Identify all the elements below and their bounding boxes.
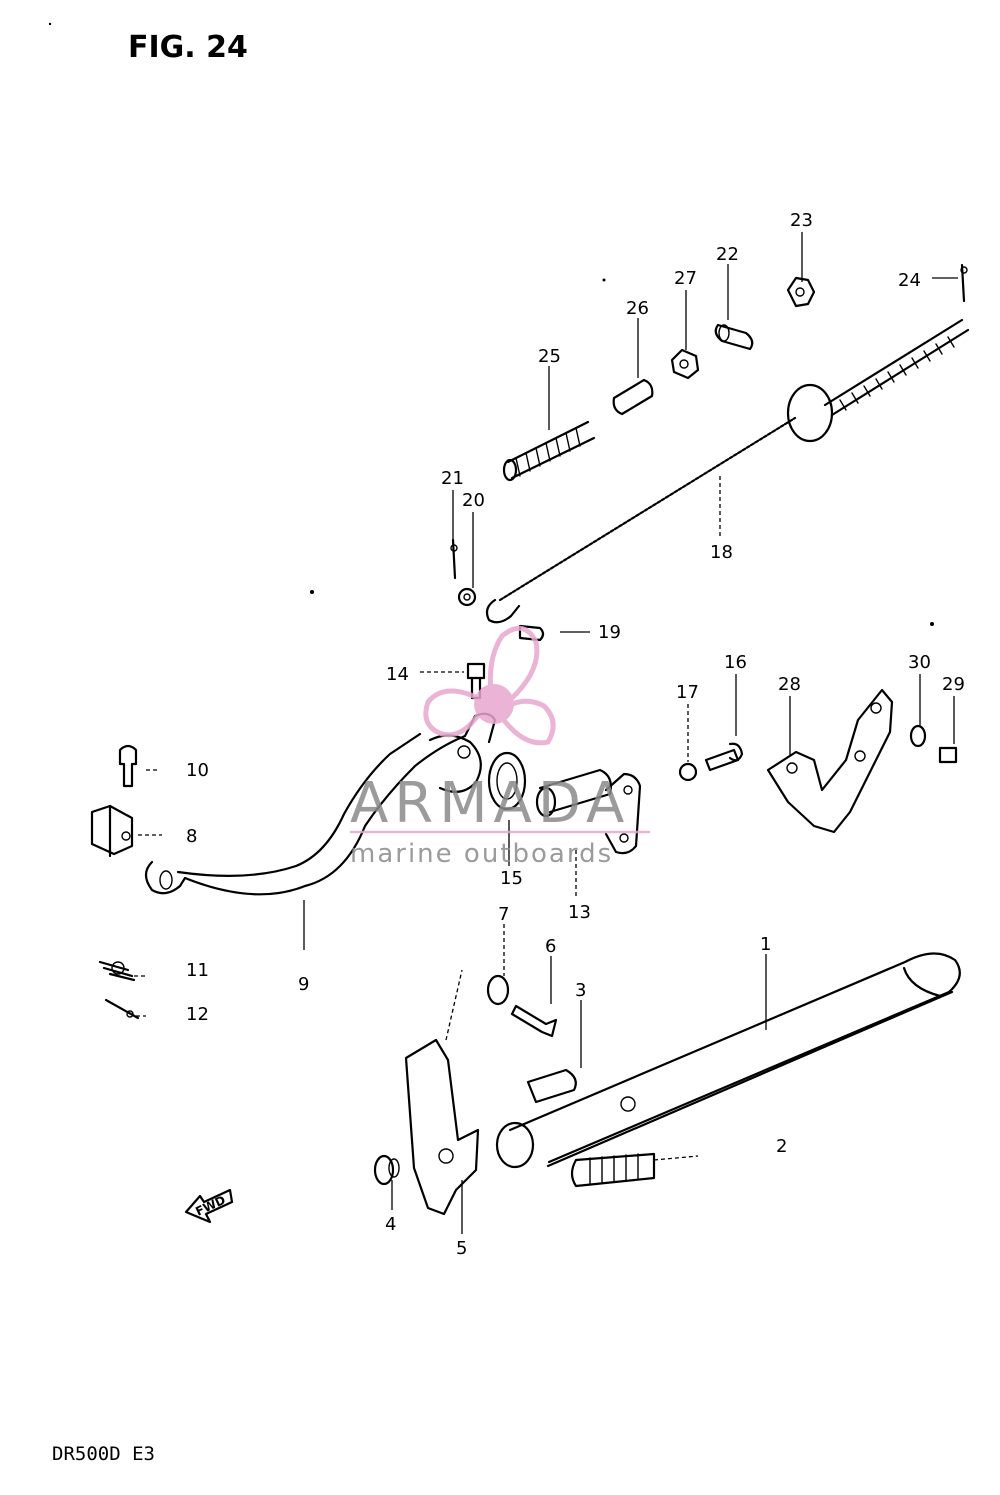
- part-1-side-stand: [495, 952, 961, 1169]
- callout-12: 12: [186, 1004, 209, 1025]
- callout-6: 6: [545, 936, 556, 957]
- part-12-pin: [104, 998, 140, 1020]
- part-28-bracket: [766, 688, 894, 834]
- callout-3: 3: [575, 980, 586, 1001]
- part-18-adjuster-rod: [485, 318, 970, 624]
- part-29-bolt: [938, 746, 958, 764]
- part-3-bolt: [526, 1068, 577, 1104]
- propeller-hub: [474, 684, 514, 724]
- part-16-bolt: [704, 742, 744, 772]
- callout-15: 15: [500, 868, 523, 889]
- callout-25: 25: [538, 346, 561, 367]
- callout-5: 5: [456, 1238, 467, 1259]
- propeller-logo: [423, 625, 556, 746]
- part-23-nut: [786, 276, 816, 308]
- part-4-nut: [373, 1154, 400, 1186]
- callout-11: 11: [186, 960, 209, 981]
- part-2-stand-spring: [570, 1152, 699, 1188]
- callout-23: 23: [790, 210, 813, 231]
- callout-24: 24: [898, 270, 921, 291]
- part-11-spring: [98, 960, 136, 982]
- callout-27: 27: [674, 268, 697, 289]
- model-code: DR500D E3: [52, 1443, 155, 1465]
- watermark-tagline: marine outboards: [350, 839, 613, 869]
- callout-16: 16: [724, 652, 747, 673]
- part-17-washer: [678, 762, 698, 782]
- part-24-cotter-pin: [960, 263, 968, 303]
- callout-18: 18: [710, 542, 733, 563]
- callout-8: 8: [186, 826, 197, 847]
- callout-14: 14: [386, 664, 409, 685]
- callout-1: 1: [760, 934, 771, 955]
- part-7-clip: [486, 974, 510, 1006]
- callout-21: 21: [441, 468, 464, 489]
- callout-4: 4: [385, 1214, 396, 1235]
- part-19-pin: [518, 624, 545, 642]
- part-22-joint: [714, 323, 754, 351]
- propeller-blade-top: [487, 625, 540, 703]
- part-26-collar: [612, 378, 654, 416]
- callout-17: 17: [676, 682, 699, 703]
- watermark-brand: ARMADA: [350, 771, 630, 836]
- part-21-pin: [450, 538, 458, 580]
- leader-lines: [134, 232, 958, 1234]
- figure-title: FIG. 24: [128, 30, 248, 65]
- part-27-nut: [670, 348, 700, 380]
- part-8-bracket: [90, 804, 134, 858]
- callout-29: 29: [942, 674, 965, 695]
- callout-numbers: 1 2 3 4 5 6 7 8 9 10 11 12 13 14 15 16 1…: [186, 210, 965, 1259]
- callout-7: 7: [498, 904, 509, 925]
- part-13-pivot-shaft: [535, 768, 642, 855]
- part-20-washer: [457, 587, 477, 607]
- part-15-o-ring: [487, 751, 527, 811]
- part-10-bolt: [118, 744, 138, 788]
- callout-28: 28: [778, 674, 801, 695]
- part-25-spring: [502, 420, 596, 482]
- callout-2: 2: [776, 1136, 787, 1157]
- propeller-blade-right: [494, 698, 556, 746]
- callout-20: 20: [462, 490, 485, 511]
- callout-13: 13: [568, 902, 591, 923]
- part-6-bolt: [510, 1004, 558, 1038]
- part-5-stand-bracket: [404, 969, 480, 1216]
- callout-22: 22: [716, 244, 739, 265]
- propeller-blade-left: [423, 688, 490, 738]
- forward-direction-marker: FWD: [184, 1188, 234, 1224]
- callout-10: 10: [186, 760, 209, 781]
- callout-26: 26: [626, 298, 649, 319]
- callout-30: 30: [908, 652, 931, 673]
- callout-19: 19: [598, 622, 621, 643]
- part-30-washer: [909, 724, 927, 748]
- callout-9: 9: [298, 974, 309, 995]
- watermark: ARMADA marine outboards: [350, 625, 650, 869]
